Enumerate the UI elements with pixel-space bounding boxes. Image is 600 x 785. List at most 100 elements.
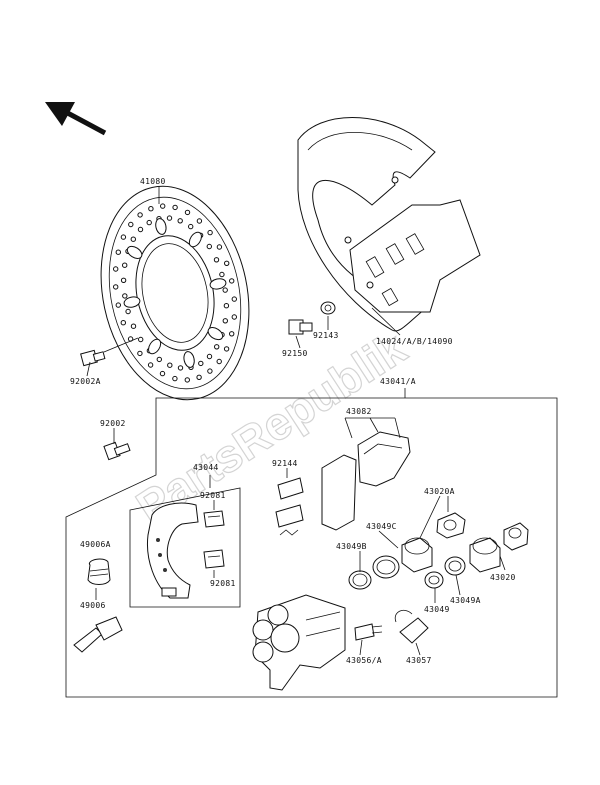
disc-hole <box>216 244 223 250</box>
disc-hole <box>231 314 238 320</box>
disc-hole <box>224 260 230 266</box>
label-14024: 14024/A/B/14090 <box>376 337 453 346</box>
dust-cover-43020a <box>436 512 466 539</box>
label-41080: 41080 <box>140 177 166 186</box>
leader-lines <box>86 186 506 656</box>
disc-hole <box>219 271 225 278</box>
disc-hole <box>188 223 194 230</box>
disc-hole <box>213 257 220 263</box>
seal-43049 <box>424 571 444 589</box>
disc-slot <box>148 338 162 355</box>
disc-slot <box>126 245 143 259</box>
label-43049b: 43049B <box>336 542 367 551</box>
label-43044: 43044 <box>193 463 219 472</box>
disc-hole <box>196 218 203 224</box>
clip-92081-lower <box>203 549 225 569</box>
disc-hole <box>172 204 178 211</box>
label-92143: 92143 <box>313 331 339 340</box>
label-43056a: 43056/A <box>346 656 382 665</box>
disc-hole <box>128 221 134 228</box>
disc-hole <box>184 209 191 216</box>
direction-arrow-icon <box>45 102 107 136</box>
disc-hole <box>148 206 154 212</box>
disc-hole <box>177 365 184 371</box>
disc-hole <box>160 203 166 209</box>
label-43049c: 43049C <box>366 522 397 531</box>
label-92150: 92150 <box>282 349 308 358</box>
disc-hole <box>113 284 119 290</box>
part-labels: 41080 92002A 14024/A/B/14090 92150 92143… <box>70 177 516 665</box>
label-43057: 43057 <box>406 656 432 665</box>
bleeder-valve <box>354 623 383 641</box>
disc-hole <box>156 356 163 363</box>
caliper-holder <box>146 502 199 599</box>
disc-hole <box>214 344 220 350</box>
disc-cover <box>297 117 481 332</box>
label-43020: 43020 <box>490 573 516 582</box>
disc-slot <box>207 327 224 341</box>
disc-hole <box>198 360 204 367</box>
disc-hole <box>138 336 144 343</box>
disc-hole <box>172 375 178 382</box>
disc-hole <box>120 320 127 326</box>
disc-hole <box>125 308 131 315</box>
disc-hole <box>137 212 143 218</box>
bolt-92150 <box>288 319 313 335</box>
label-43049: 43049 <box>424 605 450 614</box>
label-92002a: 92002A <box>70 377 101 386</box>
disc-hole <box>207 368 213 374</box>
disc-hole <box>115 302 122 308</box>
disc-hole <box>231 296 238 302</box>
disc-hole <box>216 358 222 365</box>
disc-hole <box>223 346 230 352</box>
seal-43049b <box>348 555 400 590</box>
disc-hole <box>206 353 213 360</box>
disc-hole <box>222 287 228 293</box>
bleeder-cap <box>394 609 429 644</box>
disc-slot <box>188 231 202 248</box>
disc-hole <box>137 350 143 357</box>
label-43082: 43082 <box>346 407 372 416</box>
disc-hole <box>146 219 152 226</box>
disc-hole <box>137 226 144 233</box>
pad-spring <box>275 477 304 536</box>
piston-43049c <box>401 537 433 573</box>
disc-hole <box>229 278 235 284</box>
disc-hole <box>122 293 128 299</box>
label-92144: 92144 <box>272 459 298 468</box>
piston-43020 <box>469 522 529 573</box>
label-43049a: 43049A <box>450 596 481 605</box>
disc-hole <box>120 277 127 283</box>
disc-slot <box>155 218 167 235</box>
disc-hole <box>222 318 229 324</box>
clip-92081-upper <box>203 510 225 528</box>
label-49006: 49006 <box>80 601 106 610</box>
label-43020a: 43020A <box>424 487 455 496</box>
disc-slot <box>123 296 141 308</box>
disc-hole <box>159 370 166 377</box>
disc-hole <box>167 362 173 368</box>
disc-hole <box>166 215 173 221</box>
washer-92143 <box>320 301 336 315</box>
label-43041a: 43041/A <box>380 377 416 386</box>
label-92002: 92002 <box>100 419 126 428</box>
disc-hole <box>206 243 213 250</box>
pin-49006 <box>73 616 123 653</box>
disc-hole <box>113 266 119 272</box>
disc-hole <box>130 323 137 329</box>
caliper-body <box>252 594 346 691</box>
label-92081-b: 92081 <box>210 579 236 588</box>
disc-hole <box>115 249 122 255</box>
disc-slot <box>209 278 227 290</box>
holder-box <box>129 487 241 608</box>
disc-hole <box>177 218 183 224</box>
caliper-assembly-box <box>65 388 558 698</box>
brake-pads <box>321 431 411 531</box>
disc-slot <box>183 351 195 368</box>
disc-hole <box>130 236 137 242</box>
label-49006a: 49006A <box>80 540 111 549</box>
disc-hole <box>122 262 128 268</box>
bolt-92002 <box>103 441 131 461</box>
disc-hole <box>223 303 230 309</box>
